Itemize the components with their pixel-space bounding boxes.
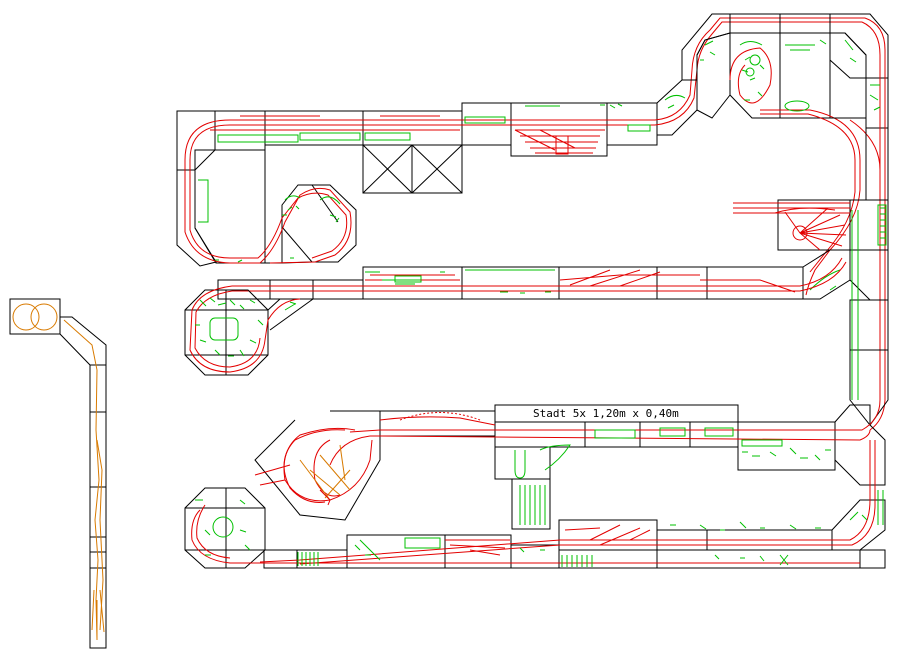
middle-row-modules [217, 249, 851, 300]
left-octagon-loop [184, 285, 315, 376]
top-right-loop-tracks [729, 17, 886, 431]
lower-bridge-and-ramps [299, 412, 481, 506]
middle-row-scenery [365, 269, 555, 294]
right-side-modules [777, 117, 889, 426]
top-center-modules [461, 79, 698, 157]
city-label: Stadt 5x 1,20m x 0,40m [494, 404, 739, 423]
top-right-loop-scenery [700, 39, 881, 112]
top-left-loop-scenery [198, 132, 411, 263]
lower-scenery [195, 427, 884, 567]
top-left-loop-tracks [184, 115, 460, 264]
lower-tracks [191, 399, 881, 565]
turntable-fan-tracks [733, 202, 850, 251]
top-center-scenery [464, 94, 686, 132]
storage-boxes [362, 144, 463, 194]
top-center-tracks [460, 17, 865, 155]
city-module-label: Stadt 5x 1,20m x 0,40m [533, 407, 679, 420]
fiddle-yard-arm [9, 298, 107, 649]
middle-row-tracks [232, 257, 847, 293]
right-side-scenery [809, 204, 887, 400]
